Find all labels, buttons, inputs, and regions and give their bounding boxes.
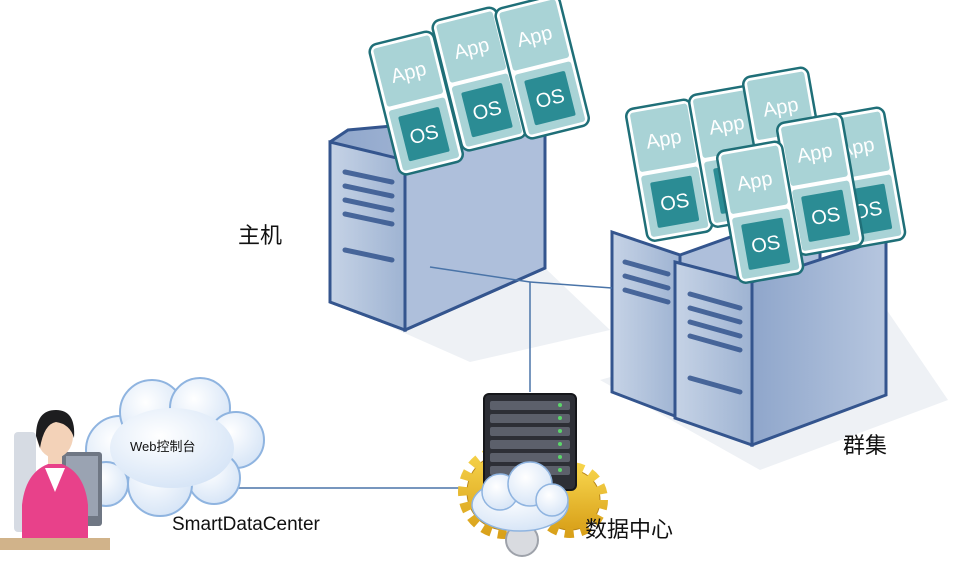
host-label: 主机 [238, 224, 283, 249]
datacenter-icon [458, 393, 608, 557]
vm-os-label: OS [810, 203, 842, 230]
link-host [429, 266, 531, 283]
cluster-vm-1: App OS [623, 97, 715, 244]
cluster-vm-5: App OS [774, 111, 866, 258]
server-rack-icon [483, 393, 577, 491]
web-console-cloud [83, 377, 265, 517]
web-console-label: Web控制台 [130, 439, 196, 454]
vm-os-label: OS [750, 231, 782, 258]
host-vm-1: App OS [366, 28, 466, 178]
datacenter-cloud-icon [471, 461, 569, 532]
vm-os-label: OS [659, 189, 691, 216]
cluster-server-front [673, 235, 888, 448]
datacenter-label: 数据中心 [585, 518, 674, 543]
user-illustration [0, 410, 110, 550]
cluster-vm-6: App OS [714, 139, 806, 286]
cluster-label: 群集 [843, 434, 888, 459]
host-vm-2: App OS [429, 4, 529, 154]
link-cluster [529, 281, 613, 289]
smartdatacenter-label: SmartDataCenter [172, 514, 320, 535]
host-vm-3: App OS [492, 0, 592, 142]
